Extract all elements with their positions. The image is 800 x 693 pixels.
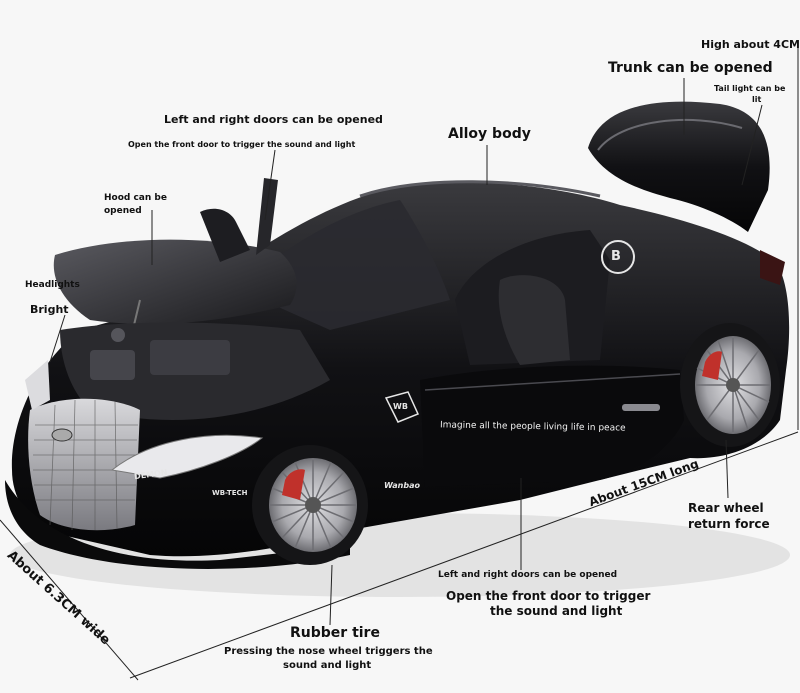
side-badge: WB-TECH (212, 489, 248, 497)
label-doors-bottom: Left and right doors can be opened (438, 570, 618, 580)
rear-emblem-circle (601, 240, 635, 274)
headlight (110, 434, 264, 479)
label-nose-wheel-2: sound and light (283, 660, 372, 671)
label-bright: Bright (30, 303, 69, 316)
label-front-door-top: Open the front door to trigger the sound… (128, 140, 356, 149)
tail-light (760, 250, 785, 285)
label-trunk: Trunk can be opened (608, 60, 773, 76)
open-trunk-lid (588, 101, 770, 233)
rear-emblem: B (611, 249, 621, 264)
label-hood-2: opened (104, 206, 142, 216)
label-rubber-tire: Rubber tire (290, 625, 380, 641)
label-height: High about 4CM (701, 38, 800, 51)
label-front-door-bottom-2: the sound and light (490, 604, 623, 618)
label-headlights: Headlights (25, 280, 80, 290)
label-tail-light-1: Tail light can be (714, 84, 786, 93)
label-tail-light-2: lit (752, 95, 762, 104)
rear-wheel (680, 323, 780, 447)
width-dimension-line (0, 519, 139, 681)
side-script: Wanbao (384, 481, 420, 490)
open-door-far (200, 208, 250, 262)
label-nose-wheel-1: Pressing the nose wheel triggers the (224, 646, 433, 657)
callout-lines (49, 78, 763, 626)
label-front-door-bottom-1: Open the front door to trigger (446, 589, 651, 603)
door-emblem-shield (384, 391, 420, 423)
seat (498, 275, 570, 365)
open-door-front (420, 365, 684, 487)
label-alloy-body: Alloy body (448, 126, 531, 142)
label-hood-1: Hood can be (104, 193, 167, 203)
front-wheel (252, 445, 368, 565)
length-dimension-line (129, 431, 799, 679)
label-doors-top: Left and right doors can be opened (164, 113, 383, 126)
open-hood (53, 239, 297, 325)
door-emblem: WB (393, 402, 408, 411)
label-rear-wheel-2: return force (688, 517, 770, 531)
label-rear-wheel-1: Rear wheel (688, 501, 764, 515)
headlight-left (25, 360, 50, 410)
